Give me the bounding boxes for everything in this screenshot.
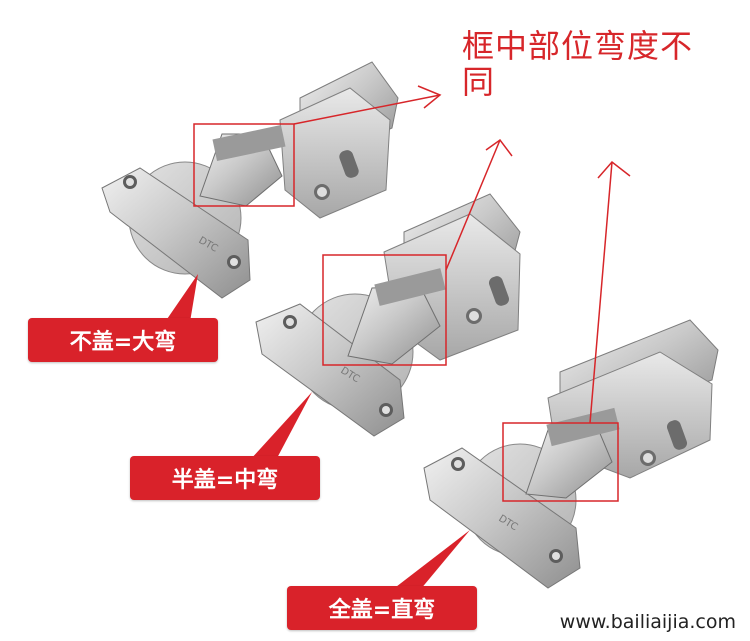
- watermark-url: www.bailiaijia.com: [559, 611, 736, 633]
- hinge-medium-bend: DTC: [255, 193, 521, 437]
- arrow-1: [293, 85, 442, 125]
- arrow-3: [589, 160, 631, 424]
- label-pointer-1: [165, 274, 198, 322]
- highlight-box-1: [193, 123, 295, 207]
- label-medium-bend: 半盖=中弯: [130, 456, 320, 500]
- annotation-note: 框中部位弯度不同: [462, 27, 694, 101]
- hinge-straight: DTC: [423, 319, 719, 589]
- label-pointer-3: [392, 530, 470, 590]
- highlight-box-3: [502, 422, 619, 502]
- highlight-box-2: [322, 254, 447, 366]
- label-large-bend: 不盖=大弯: [28, 318, 218, 362]
- label-pointer-2: [250, 392, 312, 460]
- hinge-large-bend: DTC: [101, 61, 399, 299]
- arrow-2: [445, 138, 513, 271]
- label-straight: 全盖=直弯: [287, 586, 477, 630]
